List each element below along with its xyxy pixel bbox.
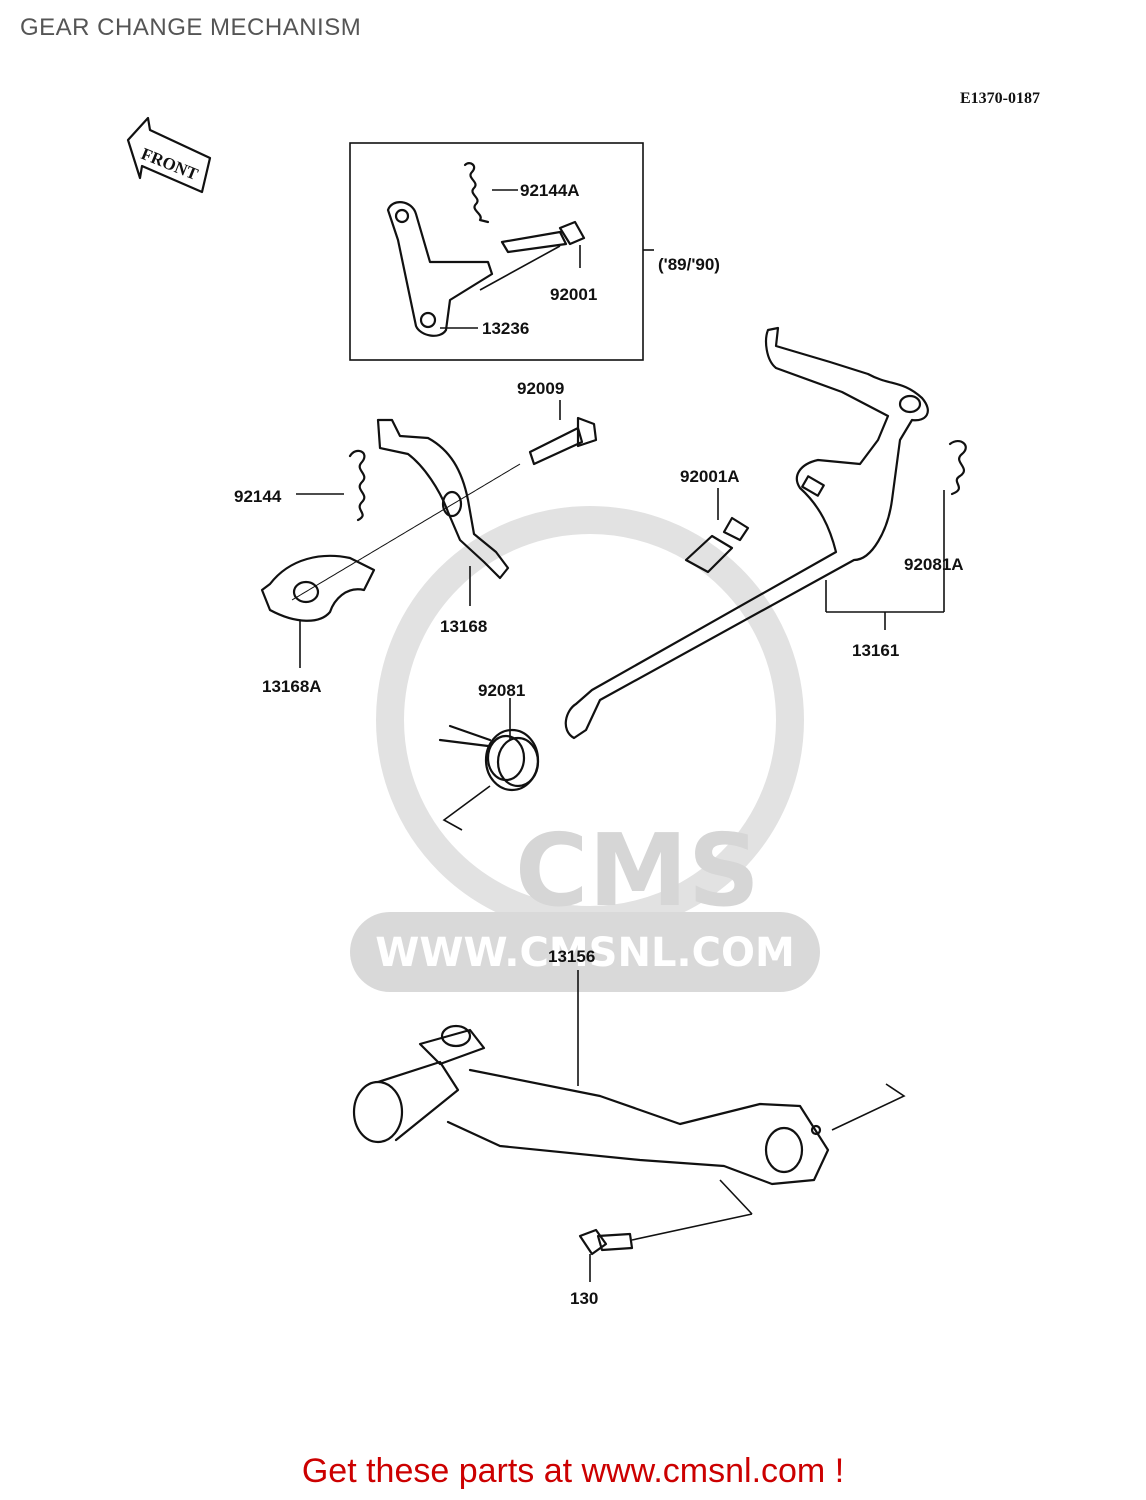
label-92001A: 92001A — [680, 467, 740, 486]
label-92144A: 92144A — [520, 181, 580, 200]
label-92081: 92081 — [478, 681, 525, 700]
part-130-bolt — [578, 1179, 753, 1282]
diagram-code: E1370-0187 — [960, 90, 1040, 107]
watermark-url: WWW.CMSNL.COM — [375, 930, 795, 976]
label-13156: 13156 — [548, 947, 595, 966]
label-92009: 92009 — [517, 379, 564, 398]
part-labels: 92144A 92001 13236 92009 92144 13168 131… — [234, 181, 964, 1308]
part-13156-pedal — [352, 970, 906, 1186]
front-arrow-icon: FRONT — [126, 116, 212, 194]
label-13236: 13236 — [482, 319, 529, 338]
part-92009-bolt — [528, 400, 598, 466]
label-13161: 13161 — [852, 641, 899, 660]
label-13168A: 13168A — [262, 677, 322, 696]
label-92081A: 92081A — [904, 555, 964, 574]
inset-year-label: ('89/'90) — [658, 255, 720, 274]
part-92081-spring — [438, 698, 540, 831]
cms-watermark: CMS WWW.CMSNL.COM — [350, 506, 820, 992]
label-92001: 92001 — [550, 285, 597, 304]
footer-promo-link[interactable]: Get these parts at www.cmsnl.com ! — [301, 1452, 845, 1490]
part-92001A-stud — [684, 488, 750, 574]
part-13168-plate — [376, 418, 510, 606]
watermark-brand: CMS — [515, 812, 760, 929]
part-92081A-spring — [825, 439, 967, 630]
inset-box-89-90: ('89/'90) — [349, 142, 720, 361]
part-13168A-arm — [260, 463, 521, 668]
label-13168: 13168 — [440, 617, 487, 636]
label-92144: 92144 — [234, 487, 282, 506]
page-title: GEAR CHANGE MECHANISM — [20, 14, 362, 41]
part-13161-shaft — [564, 326, 929, 740]
label-130: 130 — [570, 1289, 598, 1308]
part-92144-spring — [296, 449, 366, 522]
